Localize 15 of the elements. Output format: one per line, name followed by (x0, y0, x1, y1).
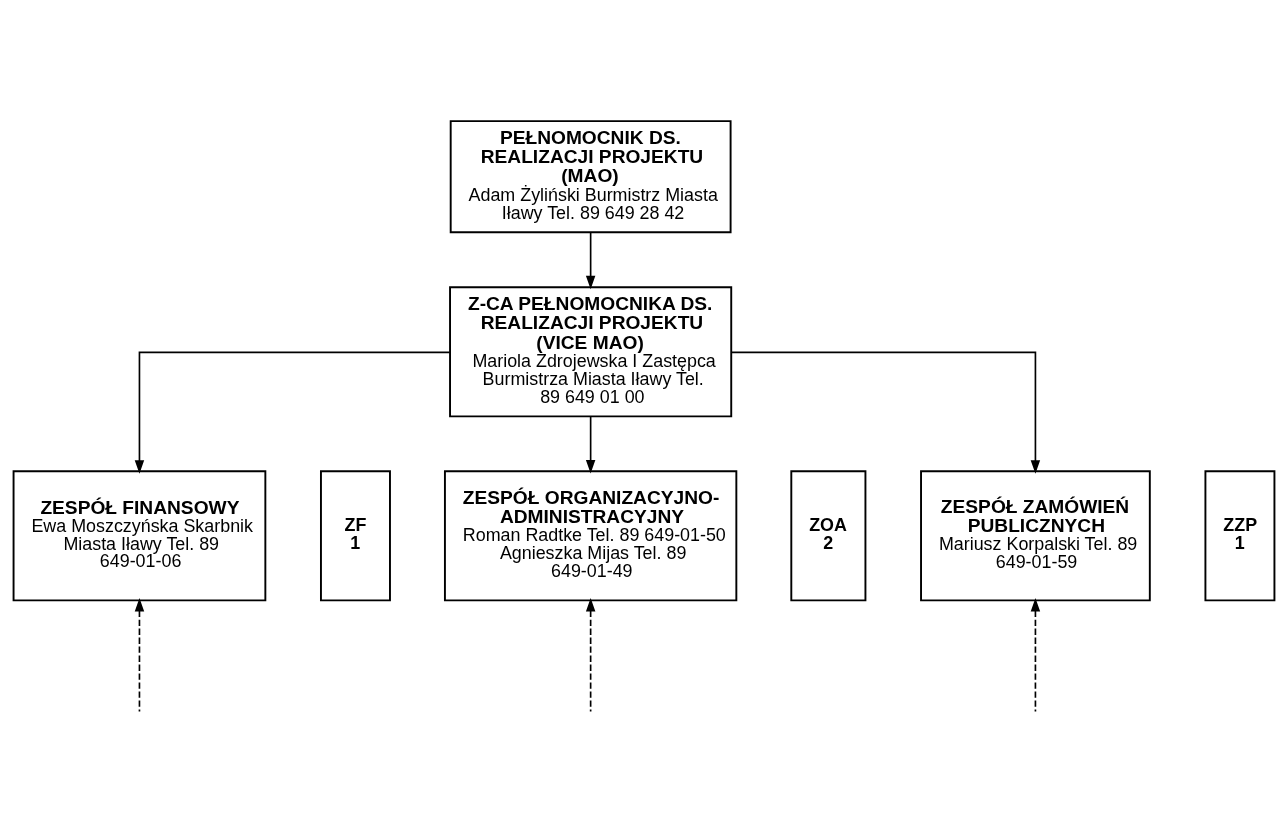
node-box: PEŁNOMOCNIK DS. REALIZACJI PROJEKTU (MAO) Adam Żyliński Burmistrz Miasta Iławy Tel. 89 649 28 42 (449, 119, 732, 233)
node-box: ZESPÓŁ FINANSOWY Ewa Moszczyńska Skarbnik Miasta Iławy Tel. 89 649-01-06 (12, 469, 267, 601)
node-box: ZESPÓŁ ZAMÓWIEŃ PUBLICZNYCH Mariusz Korpalski Tel. 89 649-01-59 (920, 469, 1151, 601)
arrow (134, 597, 145, 712)
node-box: ZOA 2 (790, 469, 867, 601)
node-box: Z-CA PEŁNOMOCNIKA DS. REALIZACJI PROJEKTU (VICE MAO) Mariola Zdrojewska I Zastępca Burmistrza Miasta Iławy Tel. 89 649 01 00 (449, 285, 733, 417)
node-box: ZESPÓŁ ORGANIZACYJNO-ADMINISTRACYJNY Roman Radtke Tel. 89 649-01-50 Agnieszka Mijas Tel. 89 649-01-49 (443, 469, 738, 601)
node-box: ZZP 1 (1204, 469, 1276, 601)
arrow (585, 415, 596, 473)
arrow (585, 597, 596, 712)
arrow (134, 351, 451, 474)
node-box: ZF 1 (320, 469, 391, 601)
arrow (585, 231, 596, 289)
arrow (1030, 597, 1041, 712)
arrow (730, 351, 1041, 474)
